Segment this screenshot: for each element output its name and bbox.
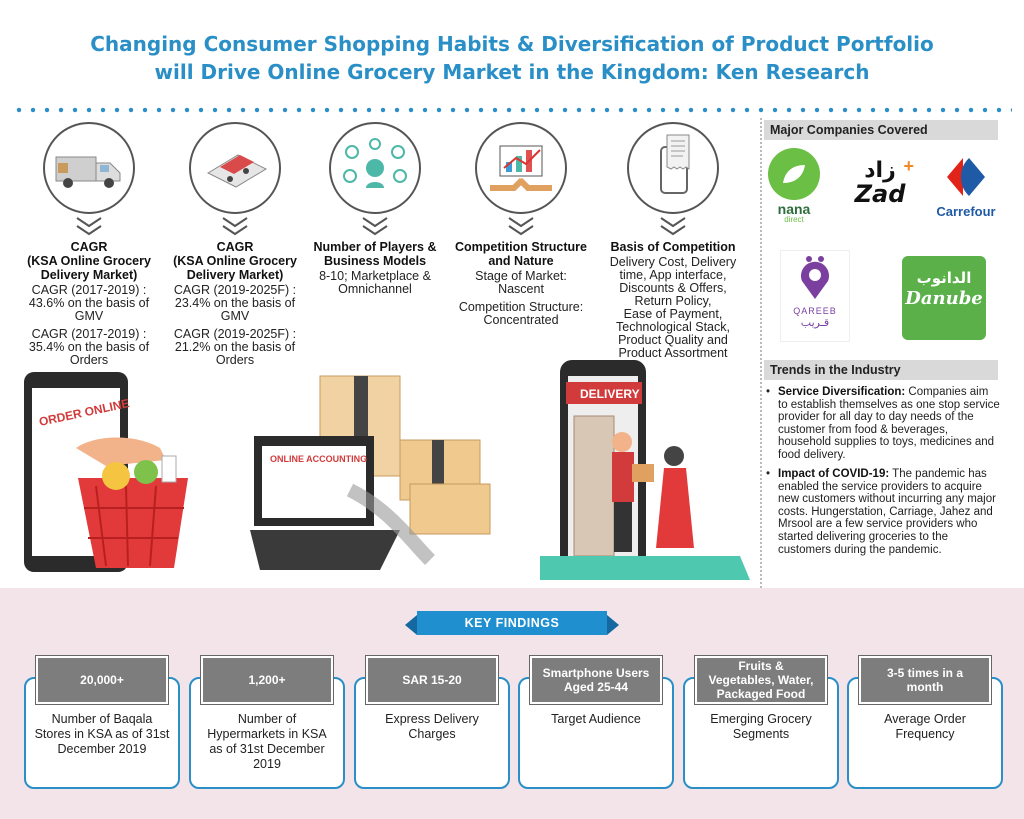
trend-label: Service Diversification: (778, 386, 906, 398)
finding-label: Number of Hypermarkets in KSA as of 31st… (207, 712, 327, 771)
chevron-down-icon (362, 217, 388, 236)
column-heading: Basis of Competition (610, 240, 736, 254)
bullet-icon: • (766, 468, 771, 480)
carrefour-wordmark: Carrefour (936, 204, 996, 219)
trend-item: • Impact of COVID-19: The pandemic has e… (766, 468, 1000, 556)
stat-column-competition-structure: Competition Structure and Nature Stage o… (450, 122, 592, 327)
stat-column-cagr-2019: CAGR (KSA Online Grocery Delivery Market… (164, 122, 306, 367)
qareeb-wordmark: QAREEB (793, 306, 837, 316)
plus-icon: + (903, 156, 914, 176)
dotted-divider (12, 107, 1012, 113)
companies-heading: Major Companies Covered (764, 120, 998, 140)
trend-text: The pandemic has enabled the service pro… (778, 468, 996, 556)
finding-value: 3-5 times in a month (858, 655, 992, 705)
leaf-icon (783, 165, 805, 183)
delivery-label: DELIVERY (580, 387, 640, 401)
column-heading: CAGR (KSA Online Grocery Delivery Market… (173, 240, 297, 282)
chevron-down-icon (660, 217, 686, 236)
column-text: Competition Structure: Concentrated (458, 300, 584, 327)
online-accounting-label: ONLINE ACCOUNTING (270, 454, 367, 464)
phone-receipt-icon (627, 122, 719, 214)
column-text: CAGR (2019-2025F) : 23.4% on the basis o… (173, 283, 297, 323)
column-text: CAGR (2019-2025F) : 21.2% on the basis o… (173, 327, 297, 367)
truck-on-phone-icon (189, 122, 281, 214)
finding-label: Express Delivery Charges (385, 712, 479, 741)
location-pin-icon (801, 256, 829, 299)
finding-value: Smartphone Users Aged 25-44 (529, 655, 663, 705)
trend-text: Companies aim to establish themselves as… (778, 386, 1000, 461)
bullet-icon: • (766, 386, 771, 398)
chevron-down-icon (222, 217, 248, 236)
danube-arabic: الدانوب (916, 270, 972, 287)
sidebar (760, 118, 1010, 588)
danube-wordmark: Danube (905, 288, 983, 309)
chevron-down-icon (76, 217, 102, 236)
finding-value: SAR 15-20 (365, 655, 499, 705)
order-online-illustration: ORDER ONLINE (24, 372, 188, 572)
stat-column-players: Number of Players & Business Models 8-10… (304, 122, 446, 296)
danube-logo: الدانوب Danube (902, 256, 986, 340)
chevron-down-icon (508, 217, 534, 236)
nana-wordmark: nana (777, 201, 811, 217)
finding-value: 20,000+ (35, 655, 169, 705)
column-text: 8-10; Marketplace & Omnichannel (319, 269, 431, 296)
growth-chart-icon (475, 122, 567, 214)
trend-label: Impact of COVID-19: (778, 468, 890, 480)
business-network-icon (329, 122, 421, 214)
zad-wordmark: Zad (854, 180, 906, 208)
finding-label: Number of Baqala Stores in KSA as of 31s… (34, 712, 170, 756)
column-heading: Number of Players & Business Models (313, 240, 437, 268)
stat-column-cagr-2017: CAGR (KSA Online Grocery Delivery Market… (18, 122, 160, 367)
column-text: CAGR (2017-2019) : 35.4% on the basis of… (28, 327, 150, 367)
nana-logo: nana direct (766, 148, 822, 224)
column-heading: CAGR (KSA Online Grocery Delivery Market… (27, 240, 151, 282)
trends-heading: Trends in the Industry (764, 360, 998, 380)
column-heading: Competition Structure and Nature (455, 240, 587, 268)
stat-column-basis-of-competition: Basis of Competition Delivery Cost, Deli… (602, 122, 744, 360)
trend-item: • Service Diversification: Companies aim… (766, 386, 1000, 462)
finding-label: Emerging Grocery Segments (710, 712, 812, 741)
page-title: Changing Consumer Shopping Habits & Dive… (0, 30, 1024, 86)
title-line-1: Changing Consumer Shopping Habits & Dive… (90, 32, 934, 56)
key-findings-banner: KEY FINDINGS (405, 611, 619, 635)
online-accounting-illustration: ONLINE ACCOUNTING (250, 375, 491, 570)
delivery-van-icon (43, 122, 135, 214)
carrefour-icon (947, 158, 985, 196)
zad-arabic: زاد (864, 158, 896, 183)
qareeb-logo: QAREEB قـريب (780, 250, 850, 342)
nana-subtext: direct (784, 215, 804, 224)
column-text: Delivery Cost, Delivery time, App interf… (609, 255, 737, 360)
carrefour-logo: Carrefour (926, 154, 1006, 219)
finding-label: Average Order Frequency (884, 712, 966, 741)
zad-logo: زاد Zad + (840, 156, 920, 208)
finding-value: Fruits & Vegetables, Water, Packaged Foo… (694, 655, 828, 705)
finding-label: Target Audience (551, 712, 641, 726)
qareeb-arabic: قـريب (800, 317, 830, 329)
column-text: Stage of Market: Nascent (475, 269, 567, 296)
title-line-2: will Drive Online Grocery Market in the … (154, 60, 870, 84)
column-text: CAGR (2017-2019) : 43.6% on the basis of… (28, 283, 150, 323)
delivery-illustration: DELIVERY (540, 360, 750, 580)
finding-value: 1,200+ (200, 655, 334, 705)
